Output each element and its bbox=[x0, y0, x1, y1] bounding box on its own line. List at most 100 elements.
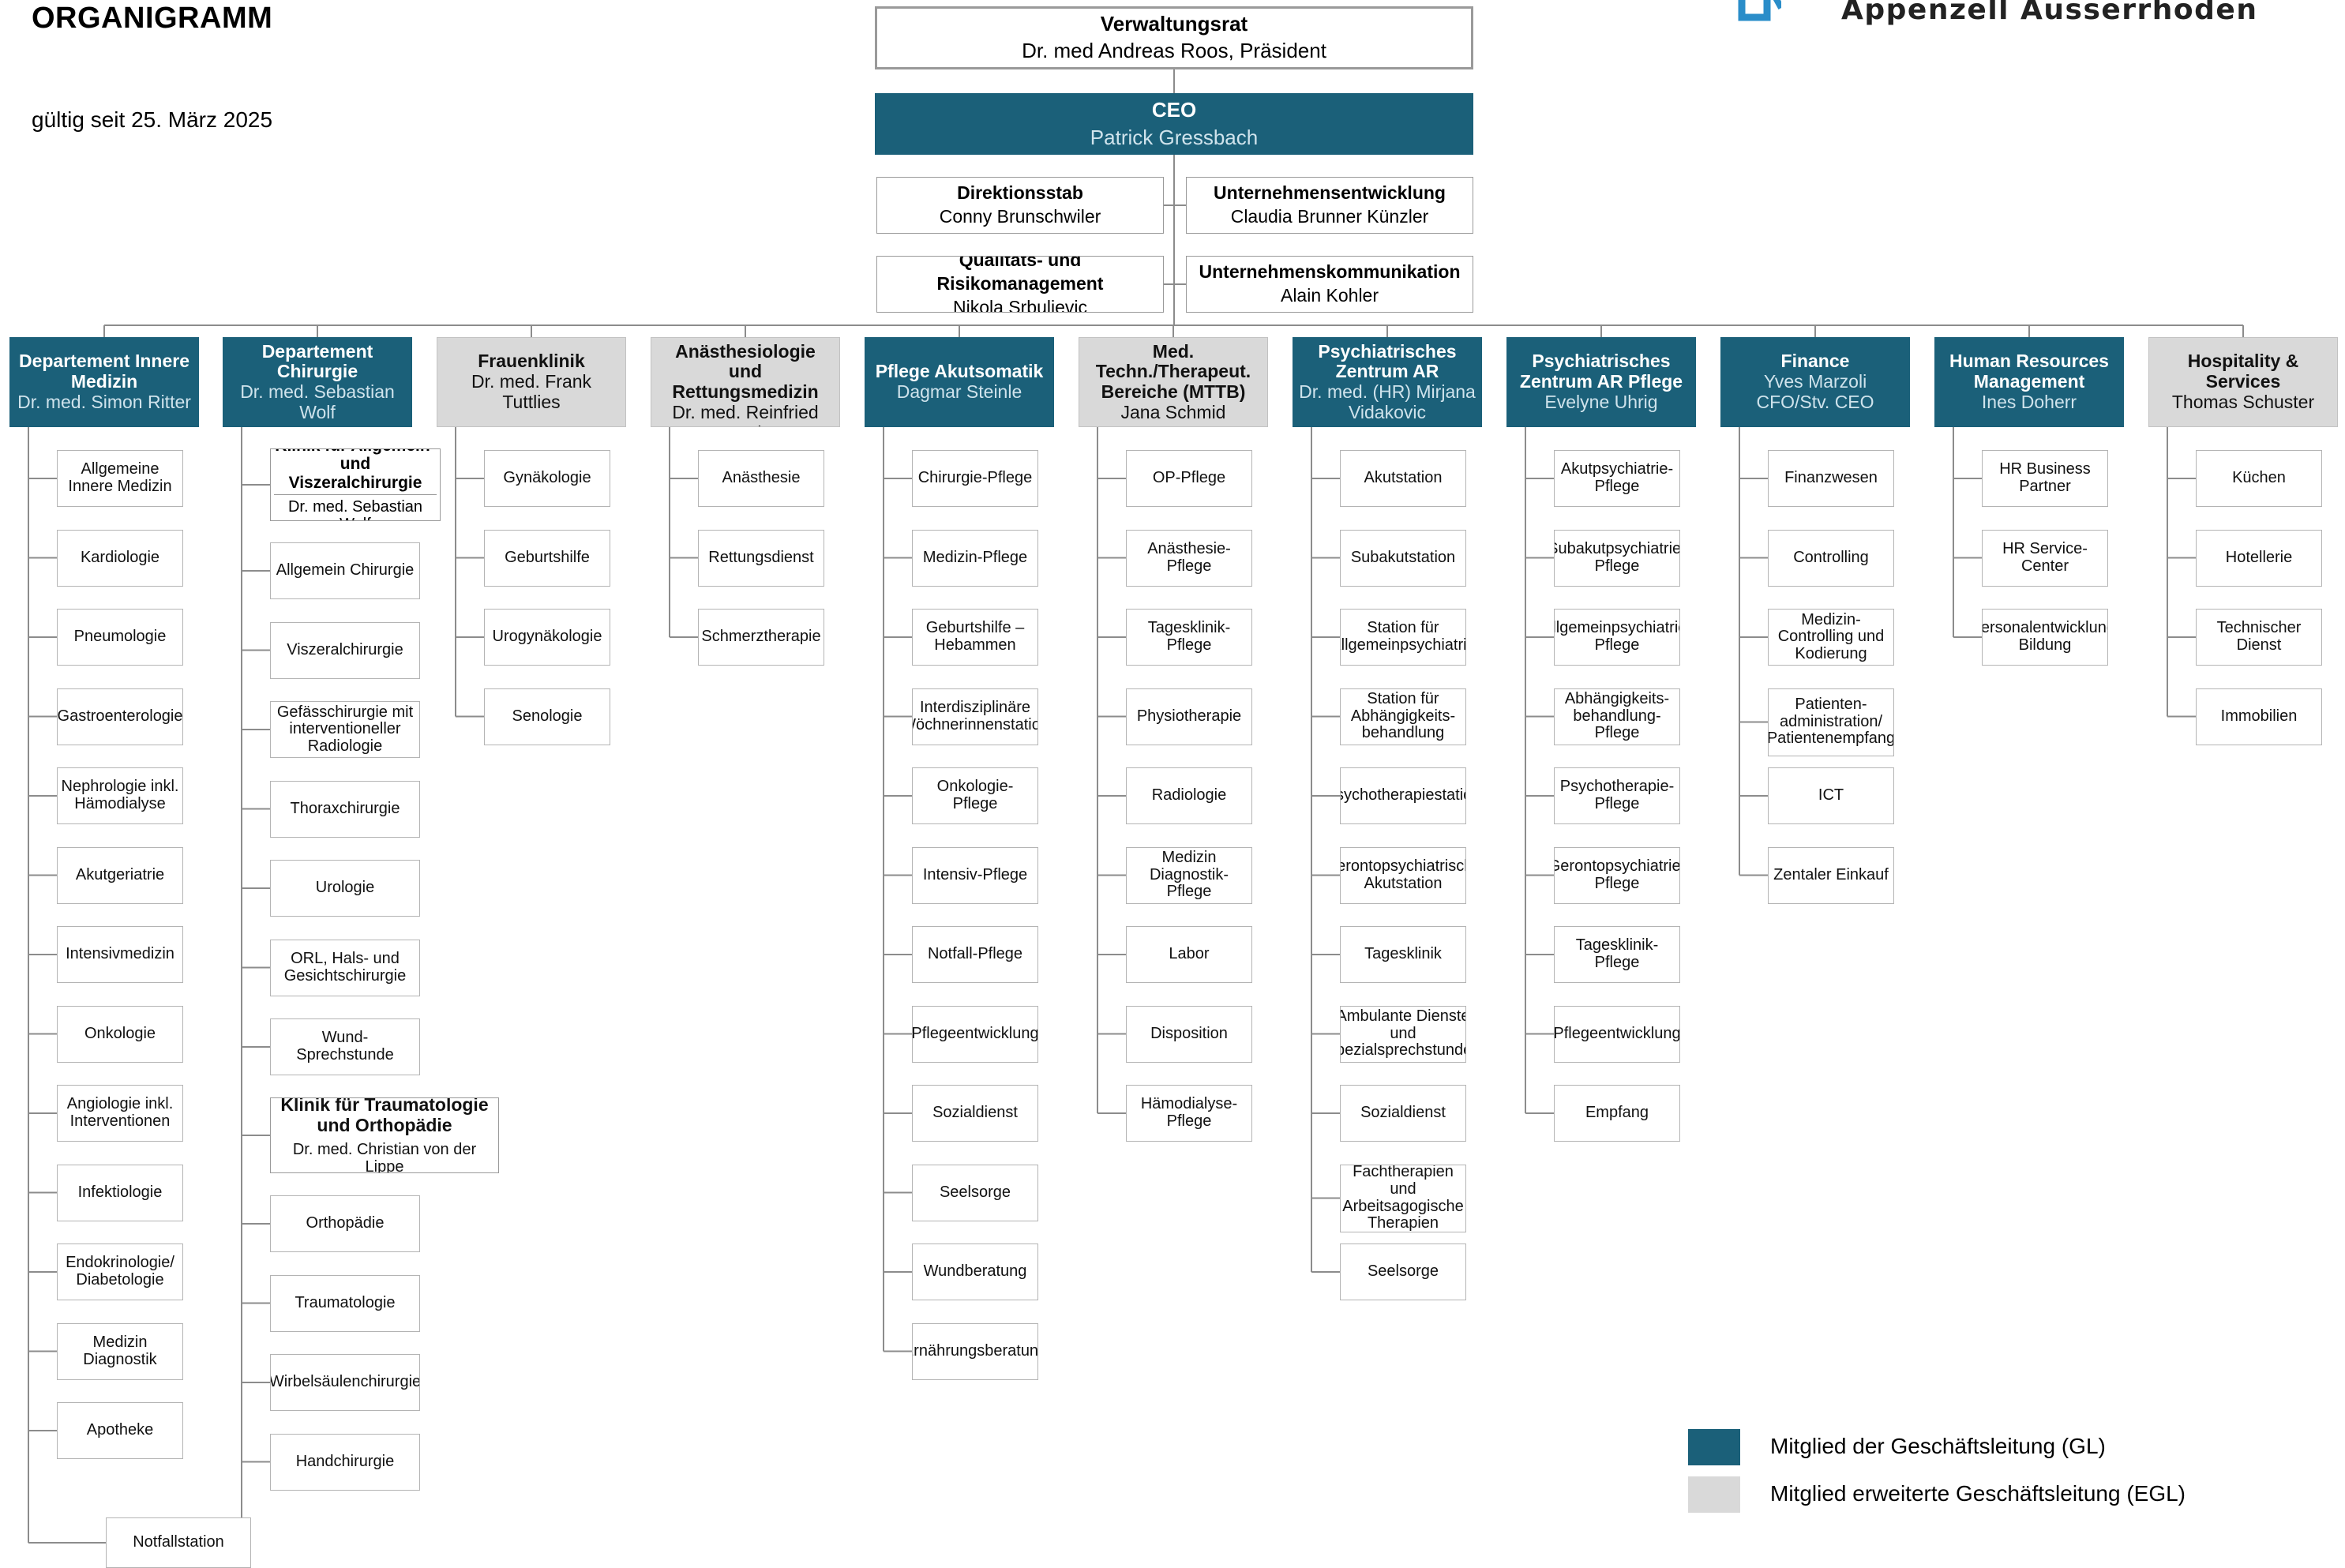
unit-subakutstation: Subakutstation bbox=[1340, 529, 1466, 587]
department-title: Departement Chirurgie bbox=[261, 340, 373, 382]
unit-wund-sprechstunde: Wund-Sprechstunde bbox=[270, 1018, 420, 1075]
board-box: Verwaltungsrat Dr. med Andreas Roos, Prä… bbox=[875, 6, 1473, 69]
unit-hotellerie: Hotellerie bbox=[2196, 529, 2322, 587]
staff-name: Claudia Brunner Künzler bbox=[1230, 206, 1429, 227]
unit-endokrinologie-diabetologie: Endokrinologie/ Diabetologie bbox=[57, 1244, 183, 1300]
ceo-box: CEO Patrick Gressbach bbox=[875, 93, 1473, 155]
unit-notfallstation: Notfallstation bbox=[106, 1517, 251, 1568]
unit-intensiv-pflege: Intensiv-Pflege bbox=[912, 846, 1038, 904]
legend-swatch-gl bbox=[1688, 1429, 1740, 1465]
unit-akutpsychiatrie-pflege: Akutpsychiatrie-Pflege bbox=[1554, 450, 1680, 507]
department-title: Finance bbox=[1780, 351, 1850, 372]
unit-medizin-controlling-und-kodierung: Medizin-Controlling und Kodierung bbox=[1768, 609, 1894, 666]
staff-title: Unternehmensentwicklung bbox=[1214, 182, 1446, 204]
unit-pflegeentwicklung: Pflegeentwicklung bbox=[1554, 1005, 1680, 1063]
department-lead: Dr. med. Frank Tuttlies bbox=[471, 371, 592, 412]
legend-label-gl: Mitglied der Geschäftsleitung (GL) bbox=[1770, 1434, 2106, 1458]
unit-interdisziplinaere-woechnerinnenstation: Interdisziplinäre Wöchnerinnenstation bbox=[912, 688, 1038, 745]
department-lead: Jana Schmid bbox=[1120, 401, 1226, 422]
unit-personalentwicklung-bildung: Personalentwicklung/ Bildung bbox=[1982, 609, 2108, 666]
unit-allgemeine-innere-medizin: Allgemeine Innere Medizin bbox=[57, 450, 183, 507]
unit-physiotherapie: Physiotherapie bbox=[1126, 688, 1252, 745]
department-lead: Thomas Schuster bbox=[2171, 391, 2315, 412]
unit-geburtshilfe-hebammen: Geburtshilfe – Hebammen bbox=[912, 609, 1038, 666]
unit-op-pflege: OP-Pflege bbox=[1126, 450, 1252, 507]
unit-gerontopsychiatrie-pflege: Gerontopsychiatrie-Pflege bbox=[1554, 846, 1680, 904]
unit-pneumologie: Pneumologie bbox=[57, 609, 183, 666]
unit-traumatologie: Traumatologie bbox=[270, 1274, 420, 1332]
logo-mark-icon bbox=[1738, 0, 1781, 21]
unit-patienten-administration-patientenempfang: Patienten-administration/ Patientenempfa… bbox=[1768, 688, 1894, 756]
unit-geburtshilfe: Geburtshilfe bbox=[484, 529, 610, 587]
unit-viszeralchirurgie: Viszeralchirurgie bbox=[270, 621, 420, 679]
ceo-title: CEO bbox=[1151, 97, 1197, 122]
unit-psychotherapiestation: Psychotherapiestation bbox=[1340, 767, 1466, 824]
unit-gynaekologie: Gynäkologie bbox=[484, 450, 610, 507]
subclinic-title: Klinik für Traumatologie und Orthopädie bbox=[280, 1097, 489, 1135]
department-title: Hospitality & Services bbox=[2187, 351, 2299, 392]
unit-anaesthesie-pflege: Anästhesie-Pflege bbox=[1126, 529, 1252, 587]
unit-controlling: Controlling bbox=[1768, 529, 1894, 587]
unit-notfall-pflege: Notfall-Pflege bbox=[912, 926, 1038, 983]
unit-chirurgie-pflege: Chirurgie-Pflege bbox=[912, 450, 1038, 507]
department-lead: Dr. med. (HR) Mirjana Vidakovic bbox=[1299, 381, 1476, 422]
staff-title: Unternehmenskommunikation bbox=[1199, 261, 1461, 283]
unit-schmerztherapie: Schmerztherapie bbox=[698, 609, 824, 666]
unit-angiologie-inkl-interventionen: Angiologie inkl. Interventionen bbox=[57, 1085, 183, 1142]
logo: Appenzell Ausserrhoden bbox=[1737, 0, 2290, 33]
unit-infektiologie: Infektiologie bbox=[57, 1164, 183, 1221]
unit-wundberatung: Wundberatung bbox=[912, 1244, 1038, 1300]
unit-allgemeinpsychiatrie-pflege: Allgemeinpsychiatrie-Pflege bbox=[1554, 609, 1680, 666]
department-lead: Dr. med. Simon Ritter bbox=[17, 391, 191, 412]
unit-labor: Labor bbox=[1126, 926, 1252, 983]
staff-unternehmenskommunikation: Unternehmenskommunikation Alain Kohler bbox=[1186, 256, 1473, 313]
unit-hr-business-partner: HR Business Partner bbox=[1982, 450, 2108, 507]
staff-name: Nikola Srbuljevic bbox=[952, 296, 1087, 313]
ceo-name: Patrick Gressbach bbox=[1090, 126, 1259, 149]
department-title: Psychiatrisches Zentrum AR Pflege bbox=[1519, 351, 1683, 392]
unit-ambulante-dienste-und-spezialsprechstunden: Ambulante Dienste und Spezialsprechstund… bbox=[1340, 1005, 1466, 1063]
legend-label-egl: Mitglied erweiterte Geschäftsleitung (EG… bbox=[1770, 1481, 2186, 1506]
unit-allgemein-chirurgie: Allgemein Chirurgie bbox=[270, 542, 420, 599]
unit-station-fuer-abhaengigkeits-behandlung: Station für Abhängigkeits-behandlung bbox=[1340, 688, 1466, 745]
department-lead: Ines Doherr bbox=[1981, 391, 2077, 412]
department-lead: Evelyne Uhrig bbox=[1544, 391, 1658, 412]
subclinic-title: Klinik für Allgemein- und Viszeralchirur… bbox=[274, 449, 437, 495]
staff-title: Direktionsstab bbox=[957, 182, 1083, 204]
unit-onkologie: Onkologie bbox=[57, 1005, 183, 1063]
department-title: Klinik für Anästhesiologie und Rettungsm… bbox=[672, 338, 819, 402]
unit-empfang: Empfang bbox=[1554, 1085, 1680, 1142]
unit-zentaler-einkauf: Zentaler Einkauf bbox=[1768, 846, 1894, 904]
logo-text: Appenzell Ausserrhoden bbox=[1841, 0, 2258, 26]
unit-radiologie: Radiologie bbox=[1126, 767, 1252, 824]
department-lead: Dr. med. Sebastian Wolf bbox=[240, 381, 395, 422]
unit-urogynaekologie: Urogynäkologie bbox=[484, 609, 610, 666]
subclinic-lead: Dr. med. Christian von der Lippe bbox=[292, 1140, 477, 1173]
legend-swatch-egl bbox=[1688, 1476, 1740, 1513]
unit-finanzwesen: Finanzwesen bbox=[1768, 450, 1894, 507]
unit-sozialdienst: Sozialdienst bbox=[912, 1085, 1038, 1142]
unit-immobilien: Immobilien bbox=[2196, 688, 2322, 745]
staff-name: Alain Kohler bbox=[1280, 285, 1379, 306]
unit-fachtherapien-und-arbeitsagogische-therapien: Fachtherapien und Arbeitsagogische Thera… bbox=[1340, 1164, 1466, 1232]
staff-title: Qualitäts- und Risikomanagement bbox=[936, 256, 1104, 294]
unit-onkologie-pflege: Onkologie-Pflege bbox=[912, 767, 1038, 824]
unit-medizin-diagnostik: Medizin Diagnostik bbox=[57, 1322, 183, 1380]
department-title: Departement Innere Medizin bbox=[18, 351, 189, 392]
unit-subakutpsychiatrie-pflege: Subakutpsychiatrie-Pflege bbox=[1554, 529, 1680, 587]
unit-sozialdienst: Sozialdienst bbox=[1340, 1085, 1466, 1142]
unit-seelsorge: Seelsorge bbox=[1340, 1244, 1466, 1300]
unit-haemodialyse-pflege: Hämodialyse-Pflege bbox=[1126, 1085, 1252, 1142]
unit-apotheke: Apotheke bbox=[57, 1402, 183, 1459]
department-head-klinik-fuer-anaesthesiologie-und-rettungsmedizin: Klinik für Anästhesiologie und Rettungsm… bbox=[651, 337, 840, 427]
department-lead: Dr. med. Reinfried Brei bbox=[672, 401, 819, 426]
unit-medizin-pflege: Medizin-Pflege bbox=[912, 529, 1038, 587]
staff-qualitaetsmanagement: Qualitäts- und Risikomanagement Nikola S… bbox=[876, 256, 1164, 313]
unit-tagesklinik-pflege: Tagesklinik-Pflege bbox=[1126, 609, 1252, 666]
